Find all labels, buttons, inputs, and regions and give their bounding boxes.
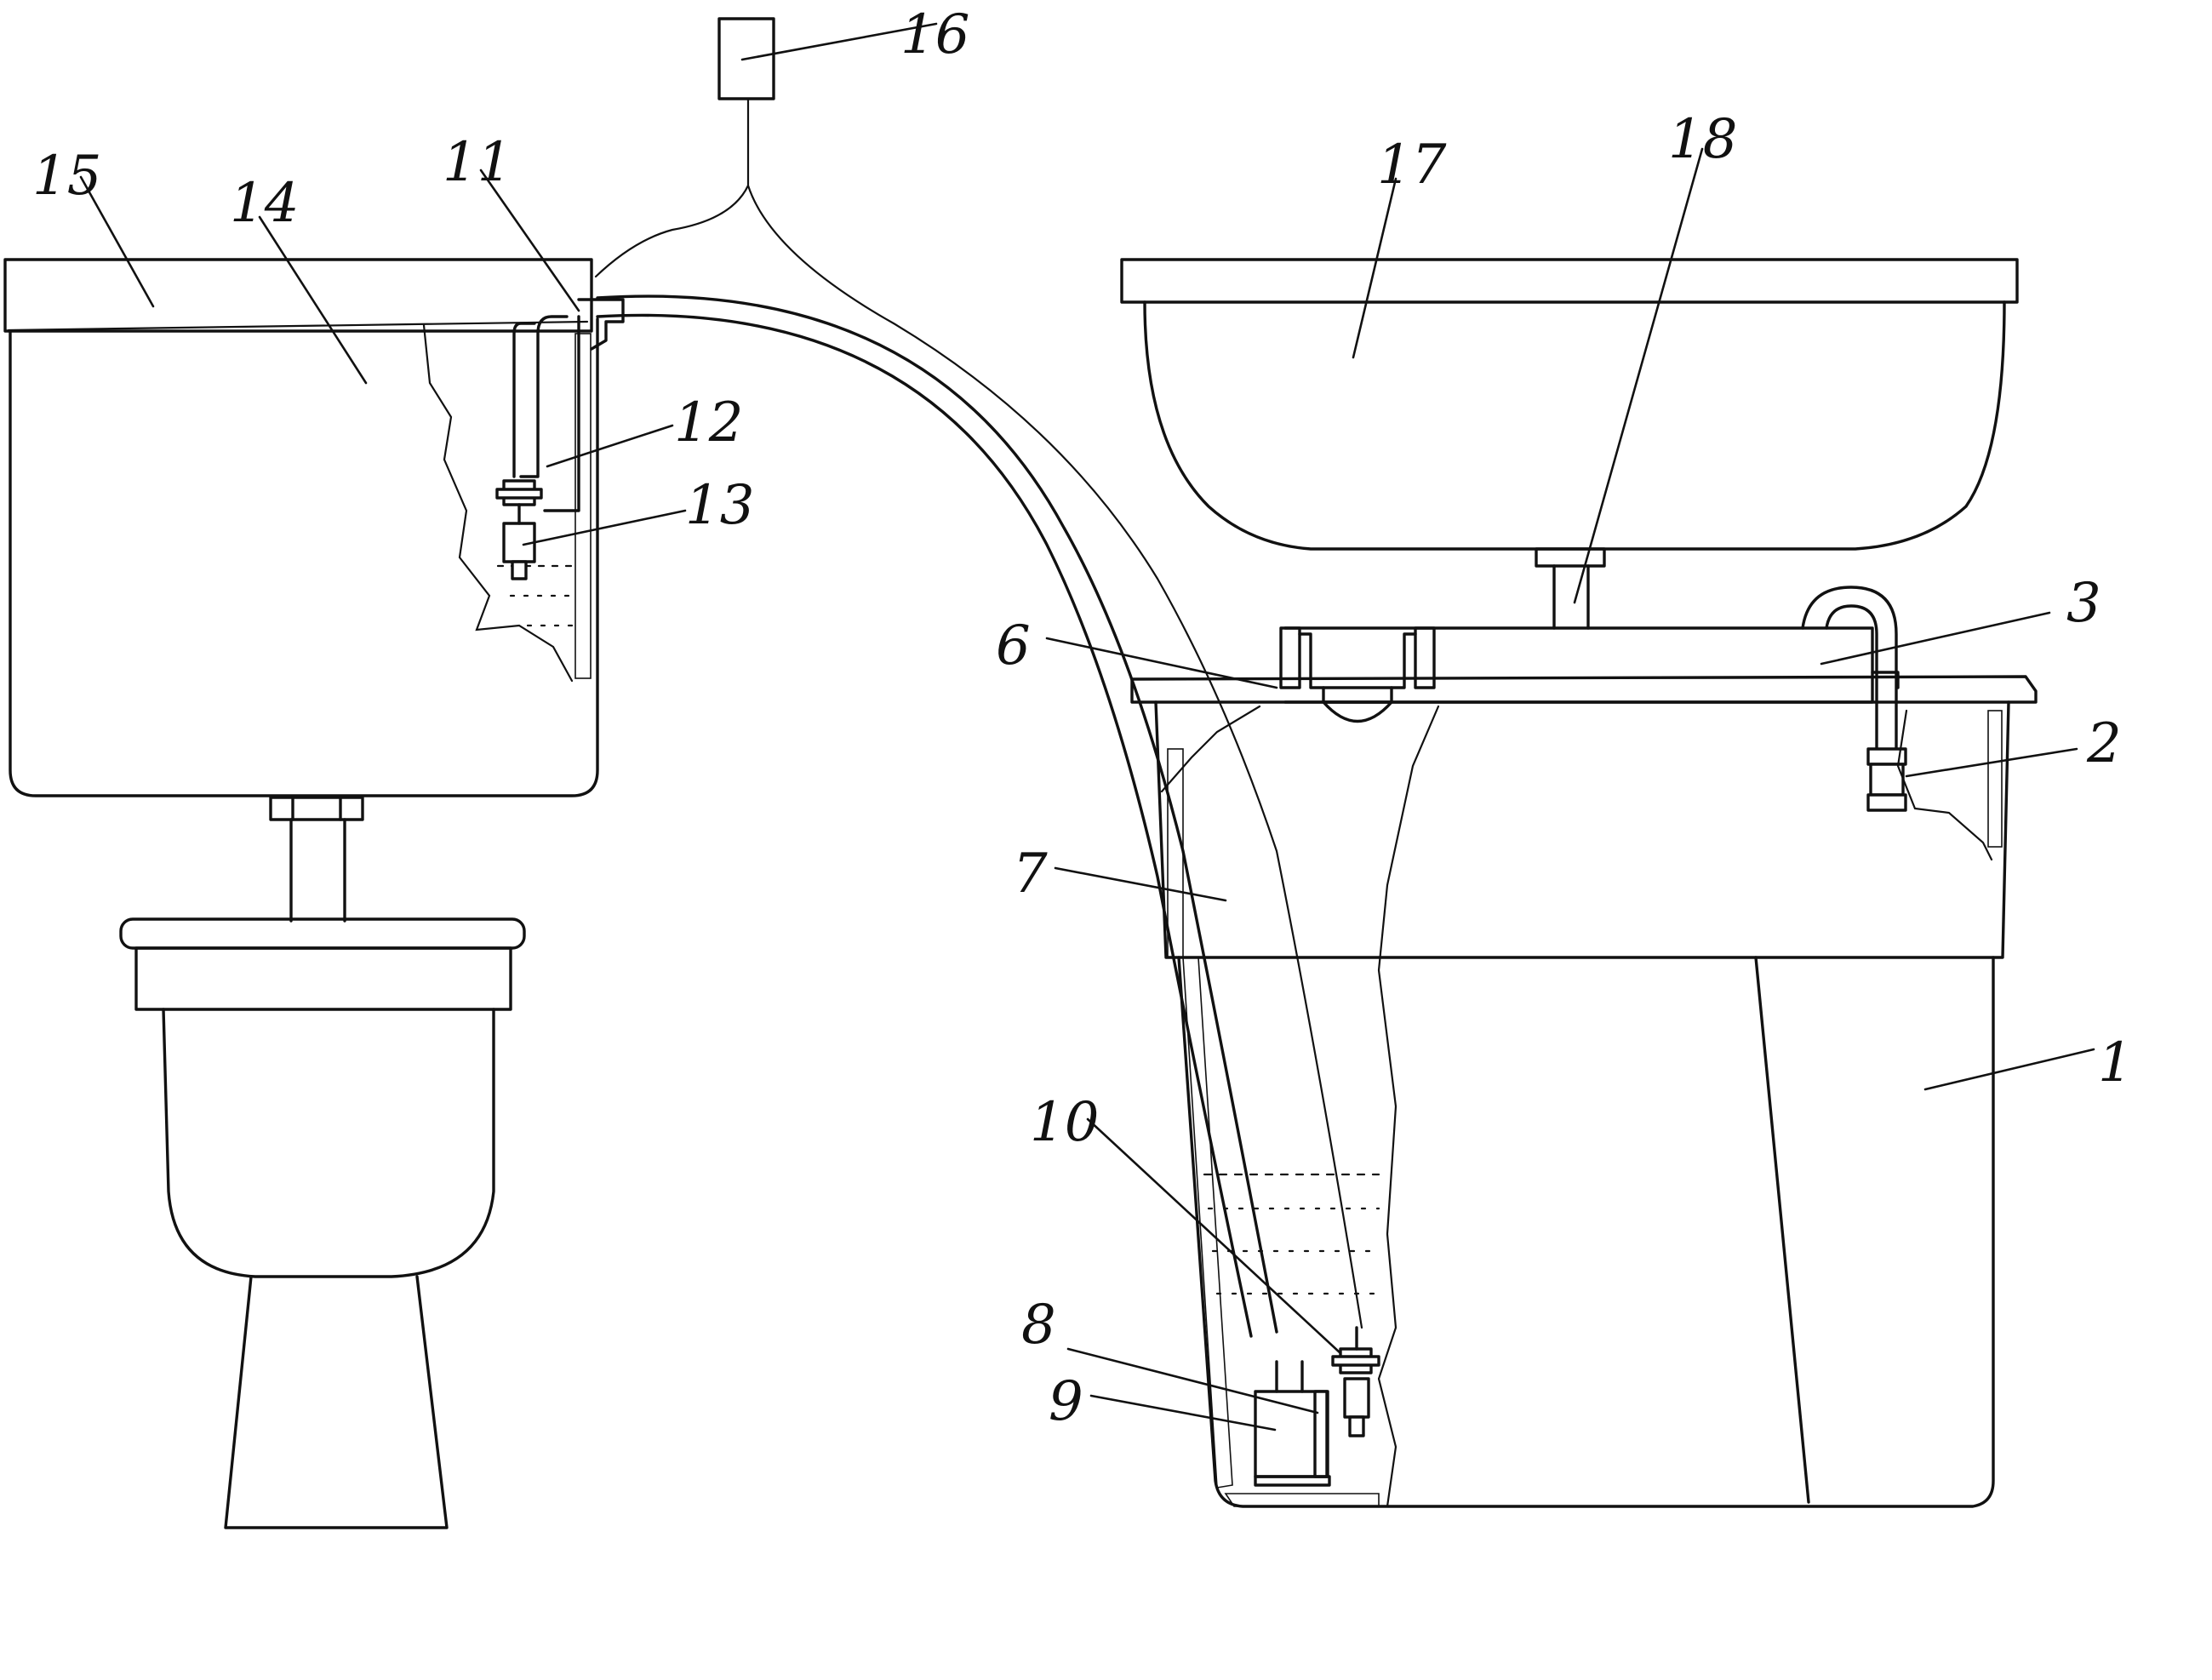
cistern-wall-section [574, 333, 592, 679]
label-18: 18 [1668, 108, 1737, 171]
label-6: 6 [996, 614, 1031, 677]
float-switch-lower [1331, 1326, 1380, 1437]
pipe-connector [577, 298, 625, 351]
bowl-seat [134, 946, 512, 1011]
connecting-hose [596, 294, 1278, 1338]
label-10: 10 [1030, 1091, 1099, 1154]
label-3: 3 [2066, 572, 2101, 635]
outlet-pipe [289, 818, 346, 923]
label-17: 17 [1377, 134, 1447, 197]
reference-numerals: 16 15 14 11 12 13 17 18 3 2 6 7 1 10 8 9 [32, 3, 2133, 1433]
label-2: 2 [2086, 712, 2122, 775]
label-11: 11 [443, 131, 512, 194]
toilet [119, 796, 526, 1529]
outlet-flange [269, 796, 364, 821]
label-15: 15 [32, 145, 101, 208]
collection-tank [1130, 586, 2038, 1508]
label-16: 16 [900, 3, 969, 66]
control-wires [594, 97, 1363, 1329]
basin-bowl [1143, 300, 2006, 551]
tank-lower-body [1177, 956, 1995, 1508]
label-14: 14 [230, 172, 299, 235]
filter-inlet [1279, 626, 1436, 723]
wash-basin [1120, 258, 2019, 630]
label-13: 13 [685, 474, 754, 537]
label-7: 7 [1013, 843, 1048, 906]
tank-wall-section [1167, 748, 1184, 958]
float-switch-upper [495, 322, 543, 580]
cistern [3, 258, 625, 797]
bowl-rim [119, 917, 526, 950]
inner-pipe [519, 315, 569, 478]
label-9: 9 [1049, 1370, 1083, 1433]
toilet-pedestal [224, 1275, 449, 1529]
label-1: 1 [2098, 1031, 2133, 1094]
toilet-bowl [162, 1008, 495, 1278]
tank-cutaway-edge [1160, 705, 1440, 1508]
cistern-cutaway-edge [422, 323, 574, 683]
overflow-pipe [1801, 586, 2003, 861]
basin-rim [1120, 258, 2019, 304]
basin-drain [1535, 547, 1606, 568]
cistern-body [9, 317, 599, 797]
filter-mesh [1322, 700, 1393, 723]
label-8: 8 [1021, 1294, 1056, 1357]
leader-lines [79, 22, 2095, 1431]
tank-lid [1283, 626, 1874, 704]
control-box [594, 17, 1363, 1329]
label-12: 12 [674, 391, 743, 454]
cistern-lid [3, 258, 593, 333]
